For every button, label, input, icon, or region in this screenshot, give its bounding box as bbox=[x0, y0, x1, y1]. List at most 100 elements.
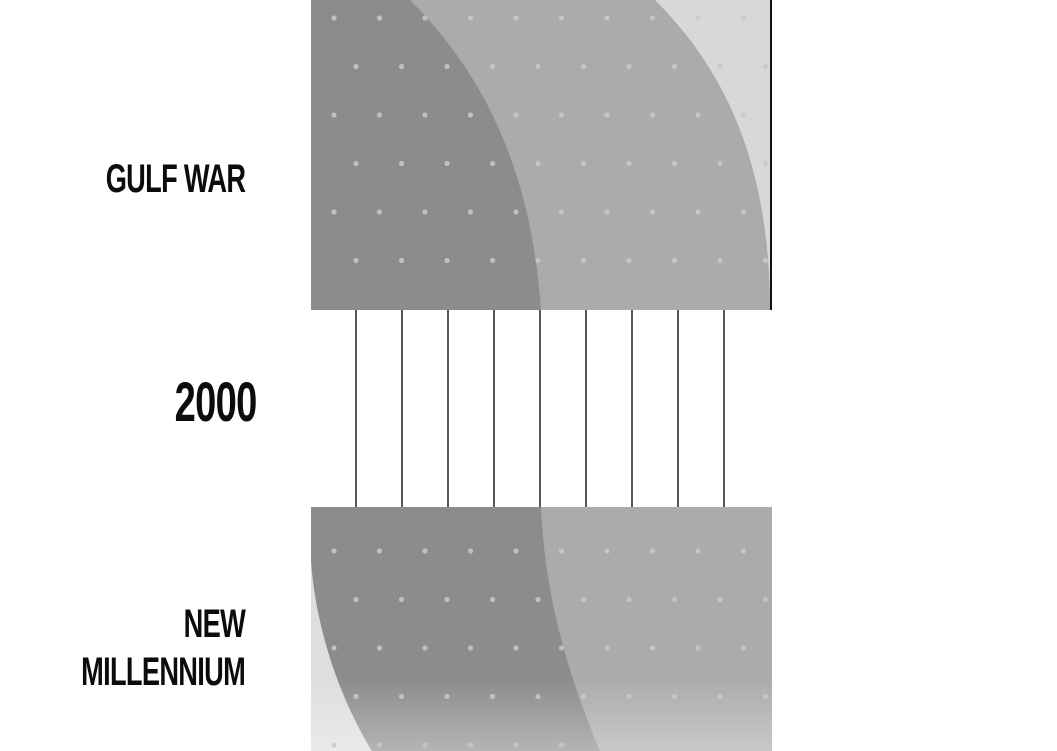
dot bbox=[376, 112, 383, 118]
dot bbox=[626, 160, 632, 167]
label-gulf-war: GULF WAR bbox=[105, 157, 245, 201]
dot bbox=[353, 63, 359, 70]
dot bbox=[376, 645, 383, 651]
dot bbox=[376, 15, 383, 21]
upper-dark-band bbox=[311, 0, 541, 310]
dot bbox=[331, 209, 337, 215]
dot bbox=[671, 693, 678, 700]
dot bbox=[626, 257, 632, 264]
label-new-millennium-line1: NEW bbox=[183, 602, 246, 646]
upper-stream-block bbox=[311, 0, 772, 310]
dot bbox=[717, 160, 723, 167]
dot bbox=[580, 257, 587, 264]
dot bbox=[558, 15, 565, 21]
dot bbox=[671, 257, 678, 264]
dot bbox=[444, 160, 450, 167]
dot bbox=[535, 160, 541, 167]
dot bbox=[740, 645, 747, 651]
dot bbox=[740, 548, 747, 554]
dot bbox=[626, 693, 632, 700]
dot bbox=[535, 693, 541, 700]
dot bbox=[467, 742, 474, 748]
dot bbox=[331, 15, 337, 21]
dot bbox=[444, 257, 450, 264]
dot bbox=[649, 548, 656, 554]
dot bbox=[489, 693, 496, 700]
dot bbox=[422, 645, 428, 651]
dot bbox=[649, 112, 656, 118]
dot bbox=[535, 63, 541, 70]
dot bbox=[558, 742, 565, 748]
dot bbox=[717, 257, 723, 264]
dot bbox=[580, 63, 587, 70]
dot bbox=[444, 693, 450, 700]
label-new-millennium-line2: MILLENNIUM bbox=[81, 650, 246, 694]
dot bbox=[513, 15, 519, 21]
dot bbox=[398, 160, 405, 167]
dot bbox=[558, 209, 565, 215]
dot bbox=[604, 742, 610, 748]
dot bbox=[535, 596, 541, 603]
upper-dot-grid bbox=[331, 15, 769, 264]
dot bbox=[467, 15, 474, 21]
dot bbox=[717, 63, 723, 70]
dot bbox=[740, 209, 747, 215]
dot bbox=[513, 548, 519, 554]
lower-fade bbox=[311, 507, 772, 751]
dot bbox=[489, 257, 496, 264]
dot bbox=[580, 596, 587, 603]
dot bbox=[489, 63, 496, 70]
dot bbox=[444, 63, 450, 70]
dot bbox=[580, 693, 587, 700]
label-new-millennium: NEW MILLENNIUM bbox=[81, 600, 246, 696]
dot bbox=[535, 257, 541, 264]
dot bbox=[422, 548, 428, 554]
dot bbox=[671, 160, 678, 167]
dot bbox=[580, 160, 587, 167]
dot bbox=[695, 209, 701, 215]
dot bbox=[513, 112, 519, 118]
dot bbox=[353, 257, 359, 264]
dot bbox=[398, 63, 405, 70]
dot bbox=[604, 112, 610, 118]
dot bbox=[717, 596, 723, 603]
dot bbox=[376, 742, 383, 748]
dot bbox=[398, 693, 405, 700]
dot bbox=[422, 15, 428, 21]
dot bbox=[376, 209, 383, 215]
dot bbox=[489, 596, 496, 603]
dot bbox=[398, 596, 405, 603]
dot bbox=[604, 645, 610, 651]
dot bbox=[444, 596, 450, 603]
dot bbox=[604, 15, 610, 21]
dot bbox=[331, 548, 337, 554]
dot bbox=[353, 596, 359, 603]
dot bbox=[467, 645, 474, 651]
dot bbox=[376, 548, 383, 554]
connecting-threads bbox=[355, 310, 725, 507]
dot bbox=[649, 209, 656, 215]
dot bbox=[695, 112, 701, 118]
dot bbox=[762, 693, 769, 700]
dot bbox=[513, 742, 519, 748]
dot bbox=[467, 112, 474, 118]
dot bbox=[422, 209, 428, 215]
dot bbox=[695, 548, 701, 554]
dot bbox=[762, 63, 769, 70]
dot bbox=[604, 548, 610, 554]
dot bbox=[671, 63, 678, 70]
dot bbox=[626, 596, 632, 603]
dot bbox=[558, 645, 565, 651]
dot bbox=[649, 645, 656, 651]
dot bbox=[740, 742, 747, 748]
label-year-2000: 2000 bbox=[175, 370, 258, 433]
dot bbox=[762, 596, 769, 603]
dot bbox=[649, 15, 656, 21]
dot bbox=[353, 160, 359, 167]
lower-stream-block bbox=[311, 507, 772, 751]
dot bbox=[558, 112, 565, 118]
dot bbox=[353, 693, 359, 700]
dot bbox=[740, 15, 747, 21]
dot bbox=[331, 112, 337, 118]
dot bbox=[422, 112, 428, 118]
